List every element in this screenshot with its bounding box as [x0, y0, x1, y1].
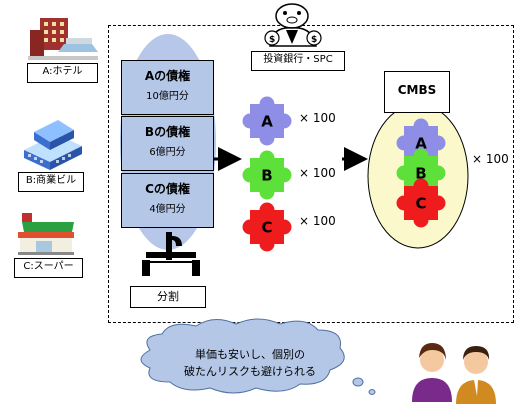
- puzzle-shape: [396, 118, 446, 168]
- puzzle-letter: A: [415, 135, 427, 153]
- claim-b-amount: 6億円分: [149, 147, 186, 158]
- puzzle-letter: C: [261, 219, 272, 237]
- investment-bank-icon: $ $: [264, 3, 322, 47]
- hotel-icon: [28, 18, 98, 60]
- cutter-icon: [142, 232, 200, 276]
- claim-a: Aの債権 10億円分: [121, 60, 214, 115]
- svg-text:$: $: [269, 35, 275, 45]
- supermarket-icon: [18, 213, 74, 255]
- cmbs-piece-a: A: [396, 118, 446, 168]
- claim-b-name: Bの債権: [144, 125, 191, 139]
- cloud-text-line-1: 単価も安いし、個別の: [195, 348, 305, 361]
- spc-label: 投資銀行・SPC: [251, 51, 345, 71]
- puzzle-piece-a: A: [242, 96, 292, 146]
- cloud-text-line-2: 破たんリスクも避けられる: [184, 365, 316, 378]
- spc-boundary: [108, 25, 514, 323]
- puzzle-shape: [242, 96, 292, 146]
- svg-text:$: $: [311, 35, 317, 45]
- asset-label-hotel: A:ホテル: [27, 63, 98, 83]
- cmbs-label: CMBS: [384, 71, 450, 113]
- claim-c-name: Cの債権: [145, 182, 190, 196]
- claim-a-amount: 10億円分: [146, 91, 189, 102]
- piece-c-times: × 100: [299, 214, 336, 228]
- puzzle-shape: [396, 178, 446, 228]
- claim-b: Bの債権 6億円分: [121, 116, 214, 171]
- split-label: 分割: [130, 286, 206, 308]
- asset-label-commercial-building: B:商業ビル: [18, 172, 84, 192]
- cmbs-times: × 100: [472, 152, 509, 166]
- puzzle-shape: [242, 202, 292, 252]
- piece-a-times: × 100: [299, 111, 336, 125]
- puzzle-piece-c: C: [242, 202, 292, 252]
- claim-c-amount: 4億円分: [149, 204, 186, 215]
- claim-c: Cの債権 4億円分: [121, 173, 214, 228]
- commercial-building-icon: [24, 120, 82, 170]
- puzzle-shape: [396, 148, 446, 198]
- cloud-bubble-large: [352, 377, 364, 387]
- claim-a-name: Aの債権: [144, 69, 191, 83]
- puzzle-letter: B: [415, 165, 426, 183]
- puzzle-letter: A: [261, 113, 273, 131]
- asset-label-supermarket: C:スーパー: [14, 258, 83, 278]
- cmbs-piece-b: B: [396, 148, 446, 198]
- piece-b-times: × 100: [299, 166, 336, 180]
- cloud-bubble-small: [368, 389, 376, 395]
- investor-woman-icon: [412, 343, 452, 402]
- cmbs-piece-c: C: [396, 178, 446, 228]
- puzzle-shape: [242, 150, 292, 200]
- puzzle-letter: C: [415, 195, 426, 213]
- cloud-text: 単価も安いし、個別の 破たんリスクも避けられる: [160, 346, 340, 380]
- investor-man-icon: [456, 346, 496, 404]
- puzzle-letter: B: [261, 167, 272, 185]
- puzzle-piece-b: B: [242, 150, 292, 200]
- speech-cloud: [140, 318, 345, 394]
